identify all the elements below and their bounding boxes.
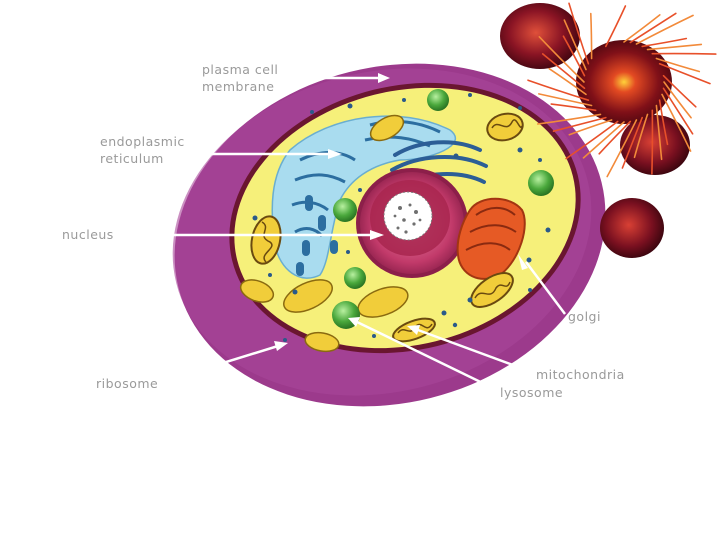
sphere-ray (536, 113, 602, 125)
lysosome (427, 89, 449, 111)
mitochondrion (486, 112, 524, 142)
sphere-ray (598, 120, 632, 155)
label-er-line1: endoplasmic (100, 134, 185, 149)
labels: plasma cell membrane endoplasmic reticul… (62, 62, 625, 400)
sphere-burst-rays (527, 2, 717, 178)
sphere-ray (623, 14, 661, 43)
sphere-ray (550, 103, 597, 112)
mitochondrion (369, 114, 405, 142)
sphere-ray (548, 67, 587, 96)
sphere-ray (646, 43, 703, 51)
leader-lines (135, 76, 566, 392)
sphere-burst-center (576, 40, 672, 124)
sphere-ray (552, 116, 607, 132)
decorative-spheres (500, 2, 717, 258)
sphere-ray (655, 104, 663, 161)
sphere-ray (606, 119, 638, 178)
label-nucleus: nucleus (62, 227, 114, 242)
sphere-ray (568, 2, 590, 65)
sphere-ray (565, 120, 619, 160)
sphere-ray (568, 119, 613, 136)
lysosome (528, 170, 554, 196)
sphere-ray (641, 37, 688, 48)
sphere-ray (633, 113, 649, 159)
arrow-heads (274, 73, 528, 351)
sphere-ray (605, 5, 627, 48)
sphere-ray (658, 63, 711, 85)
sphere-ray (661, 93, 692, 152)
lysosome (333, 198, 357, 222)
mitochondrion (470, 272, 514, 308)
lysosome (344, 267, 366, 289)
label-mitochondria: mitochondria (536, 367, 625, 382)
sphere-right-small (620, 115, 690, 175)
label-ribosome: ribosome (96, 376, 158, 391)
sphere-ray (527, 79, 590, 101)
sphere-ray (658, 99, 669, 146)
sphere-ray (538, 36, 585, 83)
label-plasma-membrane-line1: plasma cell (202, 62, 278, 77)
sphere-ray (655, 57, 701, 73)
mitochondrion (304, 331, 340, 353)
sphere-ray (662, 74, 697, 108)
mitochondrion (250, 215, 282, 265)
er-vesicles (296, 195, 338, 276)
sphere-ray (635, 14, 694, 45)
sphere-ray (541, 53, 586, 90)
sphere-bottom (600, 198, 664, 258)
sphere-ray (662, 87, 694, 135)
sphere-ray (621, 116, 643, 169)
sphere-ray (562, 35, 586, 77)
sphere-ray (563, 19, 587, 71)
label-er-line2: reticulum (100, 151, 164, 166)
sphere-ray (629, 12, 677, 44)
label-lysosome: lysosome (500, 385, 563, 400)
nucleus (356, 168, 468, 278)
nucleolus (383, 191, 433, 241)
sphere-ray (651, 52, 717, 55)
mitochondrion (239, 279, 275, 303)
sphere-ray (582, 121, 625, 159)
sphere-top (500, 3, 580, 69)
ribosomes (252, 93, 551, 342)
sphere-ray (663, 81, 692, 119)
sphere-ray (538, 93, 593, 107)
sphere-ray (590, 12, 593, 60)
label-golgi: golgi (568, 309, 601, 324)
mitochondrion (283, 279, 333, 313)
sphere-ray (651, 109, 654, 175)
label-plasma-membrane-line2: membrane (202, 79, 274, 94)
